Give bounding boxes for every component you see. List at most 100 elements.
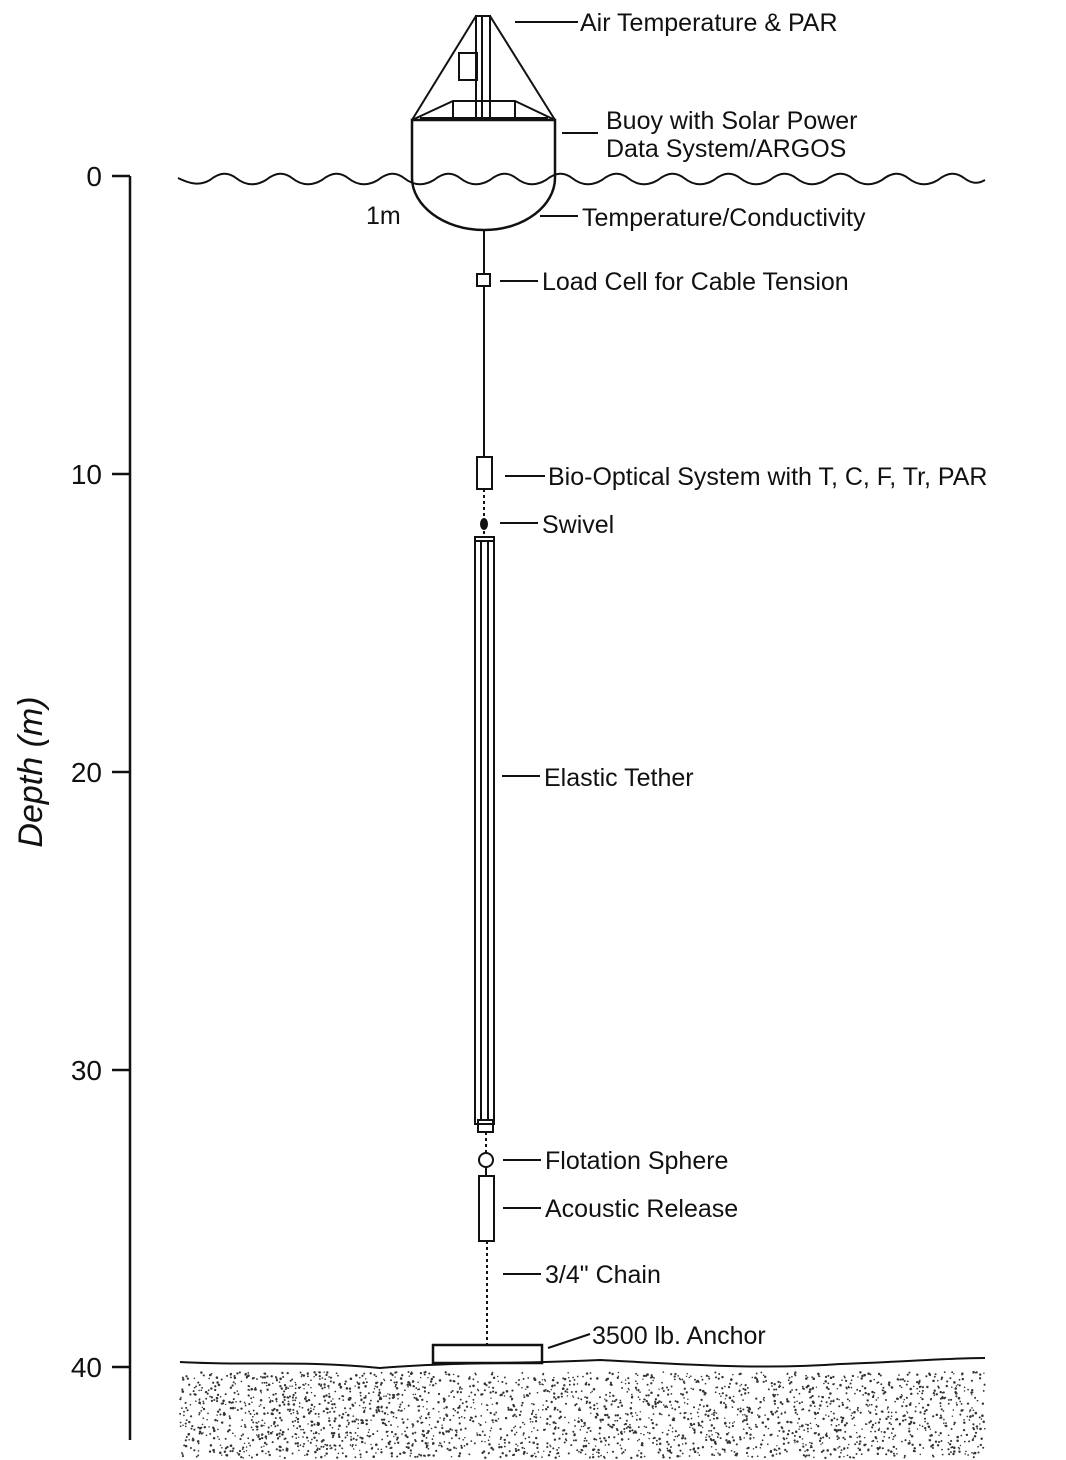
sediment-dot bbox=[181, 1376, 184, 1379]
sediment-dot bbox=[212, 1436, 216, 1440]
sediment-dot bbox=[244, 1373, 247, 1376]
sediment-dot bbox=[219, 1444, 222, 1447]
sediment-dot bbox=[267, 1426, 270, 1429]
sediment-dot bbox=[451, 1429, 454, 1431]
sediment-dot bbox=[728, 1426, 731, 1429]
sediment-dot bbox=[838, 1405, 841, 1408]
sediment-dot bbox=[759, 1400, 762, 1404]
sediment-dot bbox=[432, 1407, 435, 1410]
sediment-dot bbox=[763, 1396, 765, 1399]
sediment-dot bbox=[252, 1421, 255, 1424]
sediment-dot bbox=[939, 1417, 942, 1419]
sediment-dot bbox=[585, 1402, 588, 1405]
sediment-dot bbox=[341, 1452, 344, 1455]
sediment-dot bbox=[278, 1404, 281, 1407]
sediment-dot bbox=[282, 1448, 284, 1451]
sediment-dot bbox=[976, 1399, 979, 1402]
sediment-dot bbox=[244, 1425, 247, 1429]
sediment-dot bbox=[249, 1412, 252, 1415]
sediment-dot bbox=[640, 1452, 643, 1455]
sediment-dot bbox=[508, 1450, 511, 1453]
sediment-dot bbox=[395, 1416, 398, 1419]
sediment-dot bbox=[310, 1420, 314, 1424]
sediment-dot bbox=[819, 1437, 822, 1440]
sediment-dot bbox=[346, 1431, 349, 1434]
sediment-dot bbox=[488, 1386, 490, 1388]
sediment-dot bbox=[750, 1428, 752, 1431]
sediment-dot bbox=[972, 1456, 975, 1459]
sediment-dot bbox=[590, 1412, 592, 1415]
sediment-dot bbox=[289, 1379, 292, 1382]
sediment-dot bbox=[355, 1374, 358, 1377]
sediment-dot bbox=[910, 1416, 913, 1420]
sediment-dot bbox=[731, 1422, 734, 1424]
sediment-dot bbox=[380, 1371, 383, 1374]
sediment-dot bbox=[577, 1420, 580, 1423]
sediment-dot bbox=[322, 1395, 326, 1398]
sediment-dot bbox=[316, 1421, 320, 1425]
sediment-dot bbox=[359, 1449, 361, 1452]
sediment-dot bbox=[713, 1409, 716, 1412]
sediment-dot bbox=[323, 1399, 327, 1402]
sediment-dot bbox=[218, 1408, 221, 1411]
sediment-dot bbox=[526, 1385, 529, 1389]
sediment-dot bbox=[713, 1441, 717, 1444]
sediment-dot bbox=[363, 1396, 366, 1399]
sediment-dot bbox=[572, 1396, 575, 1399]
sediment-dot bbox=[528, 1441, 531, 1444]
sediment-dot bbox=[391, 1373, 394, 1376]
sediment-dot bbox=[809, 1388, 812, 1391]
sediment-dot bbox=[939, 1390, 942, 1394]
sediment-dot bbox=[674, 1430, 677, 1433]
sediment-dot bbox=[465, 1400, 468, 1403]
sea-floor bbox=[179, 1357, 986, 1460]
sediment-dot bbox=[854, 1443, 857, 1446]
sediment-dot bbox=[240, 1425, 243, 1428]
sediment-dot bbox=[214, 1385, 217, 1388]
sediment-dot bbox=[457, 1407, 460, 1409]
sediment-dot bbox=[296, 1410, 298, 1413]
sediment-dot bbox=[959, 1444, 962, 1447]
sediment-dot bbox=[981, 1402, 985, 1405]
sediment-dot bbox=[584, 1396, 587, 1399]
sediment-dot bbox=[281, 1371, 284, 1375]
sediment-dot bbox=[397, 1409, 400, 1412]
sediment-dot bbox=[859, 1411, 862, 1414]
sediment-dot bbox=[328, 1387, 330, 1389]
sediment-dot bbox=[453, 1380, 456, 1383]
sediment-dot bbox=[945, 1384, 949, 1388]
sediment-dot bbox=[184, 1422, 187, 1425]
sediment-dot bbox=[532, 1403, 535, 1406]
sediment-dot bbox=[956, 1403, 958, 1406]
sediment-dot bbox=[844, 1430, 847, 1433]
sediment-dot bbox=[902, 1401, 905, 1403]
sediment-dot bbox=[830, 1418, 834, 1422]
sediment-dot bbox=[390, 1411, 393, 1414]
sediment-dot bbox=[873, 1378, 875, 1381]
sediment-dot bbox=[782, 1442, 786, 1445]
sediment-dot bbox=[461, 1388, 463, 1390]
sediment-dot bbox=[813, 1411, 817, 1415]
sediment-dot bbox=[408, 1375, 411, 1377]
sediment-dot bbox=[282, 1376, 285, 1378]
flotation-sphere bbox=[478, 1152, 494, 1168]
sediment-dot bbox=[650, 1391, 653, 1395]
sediment-dot bbox=[820, 1400, 823, 1403]
sediment-dot bbox=[721, 1387, 724, 1390]
sediment-dot bbox=[647, 1431, 649, 1434]
sediment-dot bbox=[671, 1427, 674, 1429]
sediment-dot bbox=[796, 1440, 799, 1443]
sediment-dot bbox=[216, 1393, 220, 1397]
sediment-dot bbox=[304, 1397, 307, 1400]
sediment-dot bbox=[941, 1448, 943, 1451]
label-anchor: 3500 lb. Anchor bbox=[592, 1322, 766, 1350]
sediment-dot bbox=[273, 1407, 276, 1411]
sediment-dot bbox=[606, 1413, 609, 1417]
sediment-dot bbox=[198, 1389, 200, 1392]
sediment-dot bbox=[803, 1429, 806, 1432]
sediment-dot bbox=[183, 1410, 185, 1413]
sediment-dot bbox=[320, 1383, 323, 1386]
sediment-dot bbox=[375, 1452, 377, 1454]
sediment-dot bbox=[369, 1407, 372, 1410]
sediment-dot bbox=[536, 1446, 539, 1450]
